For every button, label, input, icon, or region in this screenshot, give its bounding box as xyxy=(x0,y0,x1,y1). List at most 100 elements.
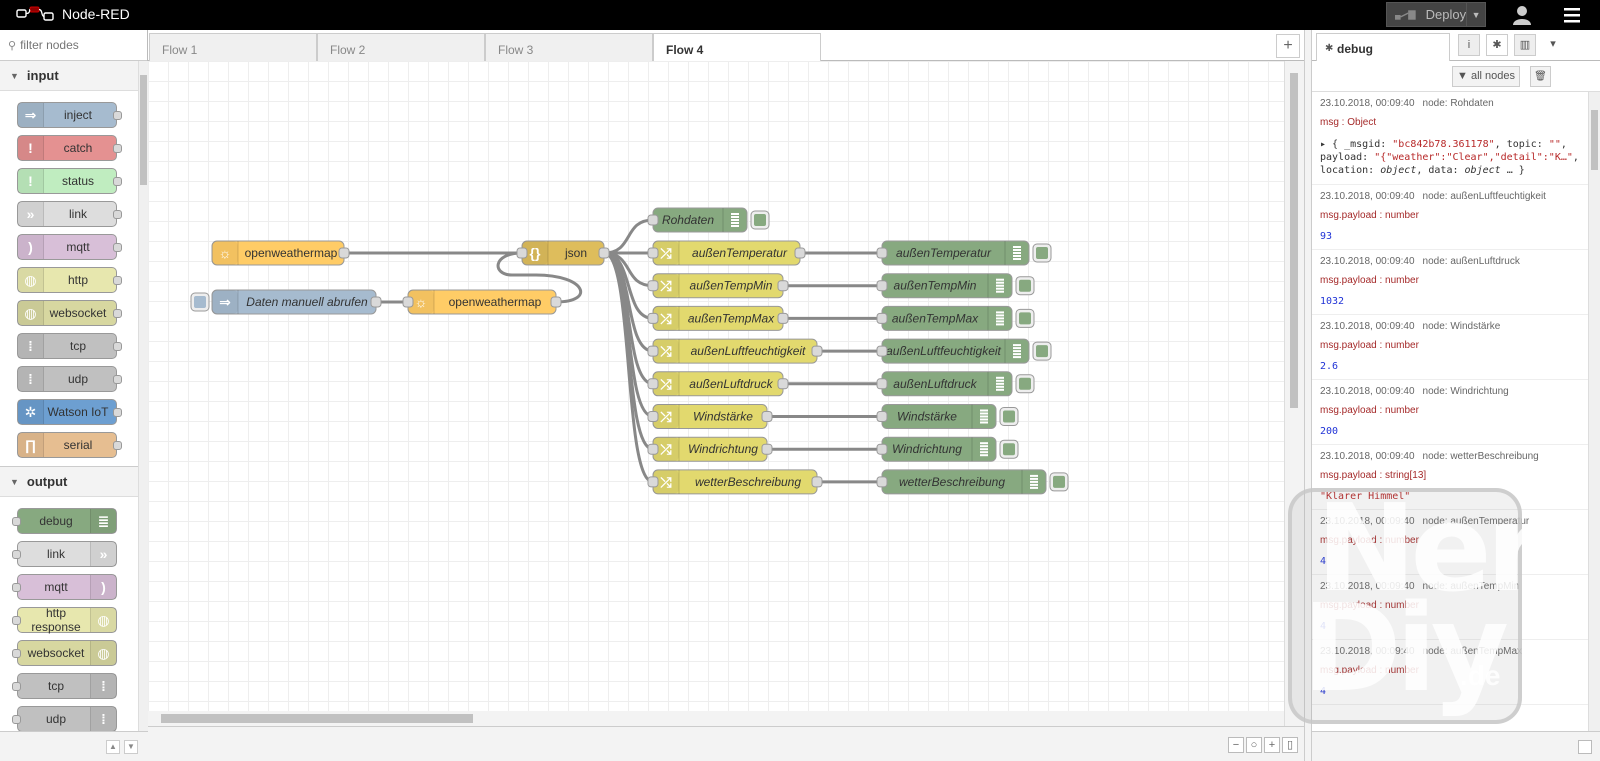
bug-icon[interactable]: ✱ xyxy=(1486,34,1508,56)
input-port[interactable] xyxy=(876,280,888,292)
input-port[interactable] xyxy=(876,312,888,324)
flow-canvas[interactable]: ☼openweathermap⇒Daten manuell abrufen☼op… xyxy=(148,61,1284,739)
flow-wire[interactable] xyxy=(496,251,582,304)
flow-node-debug[interactable]: außenLuftfeuchtigkeit xyxy=(876,338,1052,364)
input-port[interactable] xyxy=(647,411,659,422)
add-flow-button[interactable]: + xyxy=(1276,34,1300,58)
zoom-out-button[interactable]: − xyxy=(1228,737,1244,753)
input-port[interactable] xyxy=(647,443,659,455)
palette-node-websocket[interactable]: ◍websocket xyxy=(12,640,117,666)
debug-message-node[interactable]: node: außenLuftfeuchtigkeit xyxy=(1422,191,1546,202)
palette-node-mqtt[interactable]: )mqtt xyxy=(12,574,117,600)
palette-node-mqtt[interactable]: )mqtt xyxy=(17,234,122,260)
output-port[interactable] xyxy=(761,443,773,455)
debug-message-node[interactable]: node: Windrichtung xyxy=(1422,386,1509,397)
debug-message-node[interactable]: node: Rohdaten xyxy=(1422,98,1494,109)
input-port[interactable] xyxy=(647,476,659,488)
debug-scrollbar[interactable] xyxy=(1588,92,1600,732)
deploy-caret-icon[interactable]: ▼ xyxy=(1466,3,1485,26)
palette-node-udp[interactable]: ⁞udp xyxy=(12,706,117,731)
sidebar-separator[interactable] xyxy=(1304,30,1312,761)
output-port[interactable] xyxy=(777,378,789,390)
output-port[interactable] xyxy=(794,247,806,259)
palette-node-catch[interactable]: !catch xyxy=(17,135,122,161)
menu-icon[interactable] xyxy=(1562,6,1582,24)
filter-button[interactable]: ▼ all nodes xyxy=(1452,66,1520,87)
tab-flow-4[interactable]: Flow 4 xyxy=(653,33,821,62)
output-port[interactable] xyxy=(761,411,773,422)
user-icon[interactable] xyxy=(1510,4,1534,26)
palette-node-tcp[interactable]: ⁞tcp xyxy=(12,673,117,699)
palette-node-watson-iot[interactable]: ✲Watson IoT xyxy=(17,399,122,425)
palette-category-output[interactable]: ▼output xyxy=(0,467,138,497)
debug-message-node[interactable]: node: außenTempMin xyxy=(1422,581,1520,592)
flow-node-debug[interactable]: Windrichtung xyxy=(876,436,1019,462)
debug-message-node[interactable]: node: wetterBeschreibung xyxy=(1422,451,1539,462)
flow-node-json[interactable]: {}json xyxy=(516,240,610,266)
collapse-all-button[interactable]: ▲ xyxy=(106,740,120,754)
output-port[interactable] xyxy=(777,312,789,324)
canvas-horizontal-scrollbar[interactable] xyxy=(148,711,1284,726)
input-port[interactable] xyxy=(647,345,659,357)
input-port[interactable] xyxy=(516,247,528,259)
input-port[interactable] xyxy=(876,247,888,259)
palette-node-websocket[interactable]: ◍websocket xyxy=(17,300,122,326)
output-port[interactable] xyxy=(338,247,350,259)
flow-node-debug[interactable]: wetterBeschreibung xyxy=(876,469,1069,495)
flow-wire[interactable] xyxy=(603,251,654,418)
input-port[interactable] xyxy=(876,476,888,488)
info-icon[interactable]: i xyxy=(1458,34,1480,56)
input-port[interactable] xyxy=(647,280,659,292)
flow-node-change[interactable]: ⤮Windstärke xyxy=(647,404,773,429)
tab-flow-3[interactable]: Flow 3 xyxy=(485,33,653,61)
palette-node-link[interactable]: »link xyxy=(12,541,117,567)
palette-node-link[interactable]: »link xyxy=(17,201,122,227)
dashboard-icon[interactable]: ▥ xyxy=(1514,34,1536,56)
zoom-in-button[interactable]: + xyxy=(1264,737,1280,753)
debug-message-node[interactable]: node: Windstärke xyxy=(1422,321,1501,332)
flow-wire[interactable] xyxy=(603,218,654,255)
input-port[interactable] xyxy=(876,443,888,455)
output-port[interactable] xyxy=(777,280,789,292)
flow-node-change[interactable]: ⤮Windrichtung xyxy=(647,436,773,462)
clear-icon[interactable]: 🗑 xyxy=(1530,66,1551,87)
palette-search-input[interactable] xyxy=(20,38,141,52)
palette-node-serial[interactable]: ∏serial xyxy=(17,432,122,458)
tab-flow-2[interactable]: Flow 2 xyxy=(317,33,485,61)
output-port[interactable] xyxy=(550,296,562,308)
chevron-down-icon[interactable]: ▾ xyxy=(1550,38,1556,50)
palette-node-tcp[interactable]: ⁞tcp xyxy=(17,333,122,359)
palette-scrollbar[interactable] xyxy=(138,61,148,731)
flow-node-openweathermap[interactable]: ☼openweathermap xyxy=(211,240,350,266)
input-port[interactable] xyxy=(647,214,659,226)
zoom-reset-button[interactable]: ○ xyxy=(1246,737,1262,753)
output-port[interactable] xyxy=(598,247,610,259)
palette-node-debug[interactable]: ≣debug xyxy=(12,508,117,534)
tab-flow-1[interactable]: Flow 1 xyxy=(149,33,317,61)
output-port[interactable] xyxy=(811,345,823,357)
palette-node-http-response[interactable]: ◍http response xyxy=(12,606,117,634)
canvas-vertical-scrollbar[interactable] xyxy=(1284,61,1304,739)
popout-icon[interactable] xyxy=(1578,740,1592,754)
input-port[interactable] xyxy=(647,312,659,324)
tab-debug[interactable]: ✱ debug xyxy=(1316,33,1450,61)
flow-node-change[interactable]: ⤮außenTempMax xyxy=(647,305,789,331)
palette-node-udp[interactable]: ⁞udp xyxy=(17,366,122,392)
palette-category-input[interactable]: ▼input xyxy=(0,61,138,91)
flow-node-debug-rohdaten[interactable]: Rohdaten xyxy=(647,207,770,233)
debug-message-node[interactable]: node: außenTemperatur xyxy=(1422,516,1530,527)
debug-message-node[interactable]: node: außenLuftdruck xyxy=(1422,256,1520,267)
flow-node-change[interactable]: ⤮außenTempMin xyxy=(647,273,789,299)
flow-node-change[interactable]: ⤮außenLuftfeuchtigkeit xyxy=(647,338,823,364)
input-port[interactable] xyxy=(876,378,888,390)
debug-message-node[interactable]: node: außenTempMax xyxy=(1422,646,1523,657)
flow-node-change[interactable]: ⤮wetterBeschreibung xyxy=(647,469,823,495)
